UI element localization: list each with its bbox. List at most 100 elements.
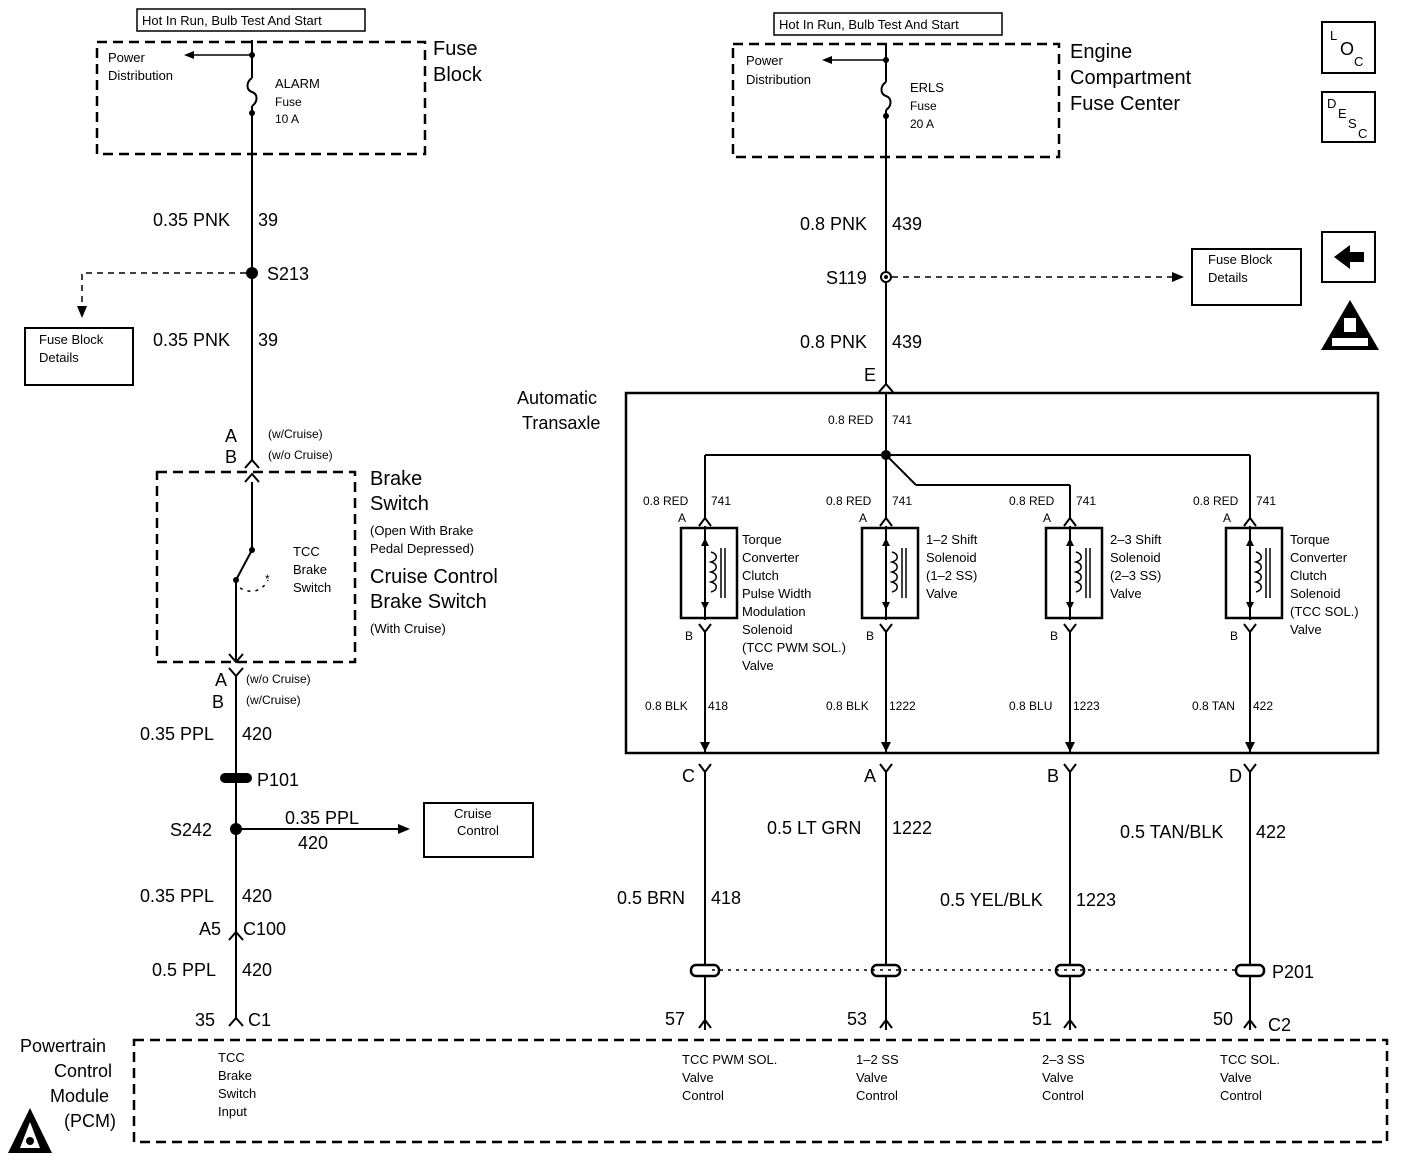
left-hot-label-box [136,8,366,32]
fuse-block-details-right[interactable] [1191,248,1302,306]
grommet-p201-icon [870,963,902,978]
fuse-block-title-2: Block [433,64,483,86]
pcm-conn-c2: C2 [1268,1015,1291,1035]
harness-circuit: 422 [1256,822,1286,842]
solenoid-body [860,526,920,620]
harness-gauge: 0.5 TAN/BLK [1120,822,1223,842]
loc-c: C [1354,54,1363,69]
pcm: Powertrain Control Module (PCM) TCC Brak… [8,1036,1389,1153]
arrow-down-icon [881,742,891,752]
fuse-icon [246,77,258,107]
transaxle-title-2: Transaxle [522,413,600,433]
solenoid-out-circuit: 1222 [889,699,916,713]
pcm-label-line: 1–2 SS [856,1052,899,1067]
branch-gauge: 0.35 PPL [285,808,359,828]
fuse-icon-2 [880,81,892,111]
pcm-connector [879,1018,893,1029]
fuse-details-right-1: Fuse Block [1208,252,1273,267]
coil-icon [708,551,717,593]
conn-top-b: B [225,447,237,467]
tcc-switch-label-3: Switch [293,580,331,595]
cruise-box-2: Control [457,823,499,838]
fuse-details-left-1: Fuse Block [39,332,104,347]
solenoid-name-line: Clutch [1290,568,1327,583]
solenoid-name-line: Valve [742,658,774,673]
solenoid-pin-a: A [1043,511,1051,525]
wire-pnk-439-circuit-a: 439 [892,214,922,234]
desc-d: D [1327,96,1336,111]
left-hot-label: Hot In Run, Bulb Test And Start [142,13,322,28]
harness-gauge: 0.5 YEL/BLK [940,890,1043,910]
solenoid-connector-a [879,516,893,527]
arrow-down-icon [700,742,710,752]
solenoid-name-line: Solenoid [926,550,977,565]
svg-text:*: * [265,572,270,586]
wire-pnk-439-gauge-b: 0.8 PNK [800,332,867,352]
fuse-block-title-1: Fuse [433,38,477,60]
pcm-title-1: Powertrain [20,1036,106,1056]
wire-pnk-39-gauge-a: 0.35 PNK [153,210,230,230]
solenoid-name-line: Torque [1290,532,1330,547]
pcm-label-line: Control [682,1088,724,1103]
arrow-left-icon [184,51,194,59]
right-hot-label: Hot In Run, Bulb Test And Start [779,17,959,32]
solenoid-red-gauge: 0.8 RED [1009,494,1055,508]
solenoid-connector-a [1243,516,1257,527]
pcm-label-line: Valve [856,1070,888,1085]
arrow-up-icon [701,538,709,546]
right-power-dist-1: Power [746,53,784,68]
solenoid-red-circuit: 741 [1256,494,1276,508]
brake-switch-title-1: Brake [370,468,422,490]
pcm-label-line: Control [856,1088,898,1103]
pcm-left-label-3: Switch [218,1086,256,1101]
harness-circuit: 1222 [892,818,932,838]
solenoid-name-line: Modulation [742,604,806,619]
solenoid-pin-b: B [866,629,874,643]
tcc-switch-label-1: TCC [293,544,320,559]
coil-icon [1073,551,1082,593]
desc-icon[interactable]: D E S C [1321,91,1376,143]
solenoid-name-line: (1–2 SS) [926,568,977,583]
loc-icon[interactable]: L O C [1321,21,1376,74]
warning-triangle-icon [1321,300,1379,350]
erls-fuse-label: Fuse [910,99,937,113]
brake-switch-title-2: Switch [370,493,429,515]
cruise-switch-title-2: Brake Switch [370,591,487,613]
solenoid-name-line: (TCC SOL.) [1290,604,1359,619]
back-arrow-icon[interactable] [1321,231,1376,283]
desc-e: E [1338,106,1347,121]
brake-switch-box [155,470,357,664]
pcm-pin: 53 [847,1009,867,1029]
conn-top-a: A [225,426,237,446]
conn-top-a-note: (w/Cruise) [268,427,323,441]
s242-label: S242 [170,820,212,840]
pcm-label-line: TCC SOL. [1220,1052,1280,1067]
loc-o: O [1340,39,1354,59]
solenoid-body [1224,526,1284,620]
solenoid-red-circuit: 741 [711,494,731,508]
p201-label: P201 [1272,962,1314,982]
desc-s: S [1348,116,1357,131]
loc-l: L [1330,28,1337,43]
c100-name: C100 [243,919,286,939]
erls-fuse-name: ERLS [910,80,944,95]
solenoid-name-line: Valve [1110,586,1142,601]
conn-bottom-b: B [212,692,224,712]
grommet-p201-icon [1234,963,1266,978]
splice-s213-label: S213 [267,264,309,284]
cruise-control-box[interactable] [423,802,534,858]
solenoid-out-circuit: 1223 [1073,699,1100,713]
transaxle-title-1: Automatic [517,388,597,408]
wire-pnk-39-circuit-a: 39 [258,210,278,230]
pcm-connector [698,1018,712,1029]
wire-pnk-39-gauge-b: 0.35 PNK [153,330,230,350]
arrow-up-icon [1246,538,1254,546]
pcm-left-label-2: Brake [218,1068,252,1083]
grommet-p201-icon [1054,963,1086,978]
transaxle-box [624,391,1380,755]
solenoid-red-circuit: 741 [892,494,912,508]
wire-pnk-39-circuit-b: 39 [258,330,278,350]
fuse-center-title-2: Compartment [1070,67,1192,89]
fuse-block-details-left[interactable] [24,327,134,386]
right-hot-label-box [773,12,1003,36]
